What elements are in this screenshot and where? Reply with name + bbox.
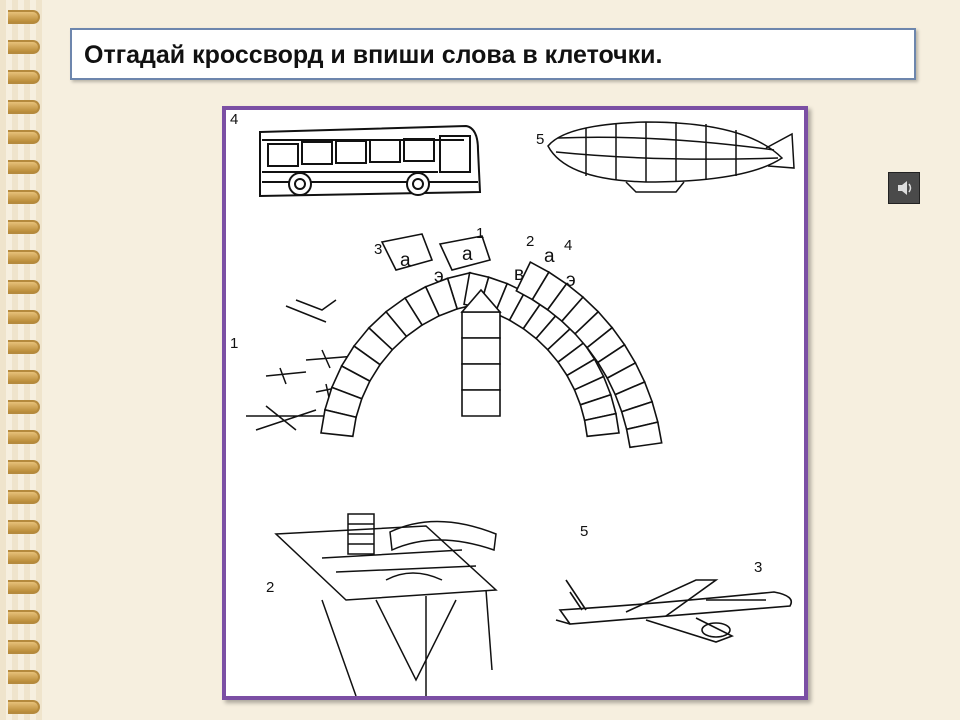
binding-ring [8,40,40,54]
binding-ring [8,460,40,474]
letter-word4-e: э [566,270,576,291]
binding-ring [8,430,40,444]
clue-number-airship: 5 [536,131,544,148]
binding-ring [8,250,40,264]
binding-ring [8,310,40,324]
binding-ring [8,70,40,84]
letter-word1-a: а [462,244,473,265]
crossword-cell-word1[interactable] [438,235,492,271]
binding-ring [8,100,40,114]
binding-ring [8,670,40,684]
speaker-icon [898,181,912,195]
clue-number-terminal: 2 [266,579,274,596]
crossword-cell-word1[interactable] [461,311,501,339]
crossword-panel: 4 5 1 2 [222,106,808,700]
airship-illustration [547,121,795,193]
binding-ring [8,10,40,24]
binding-ring [8,580,40,594]
crossword-cell-word1[interactable] [461,337,501,365]
bus-illustration [259,124,482,198]
binding-ring [8,220,40,234]
word-number-2: 2 [526,233,534,250]
title-box: Отгадай кроссворд и впиши слова в клеточ… [70,28,916,80]
clue-number-plane: 3 [754,559,762,576]
crossword-cell-word2[interactable] [583,412,620,438]
crossword-cell-word1[interactable] [461,389,501,417]
crossword-cell-word1[interactable] [461,363,501,391]
slide-title: Отгадай кроссворд и впиши слова в клеточ… [84,41,663,69]
binding-ring [8,130,40,144]
word-number-1: 1 [476,225,484,242]
crossword-cell-word3[interactable] [320,408,357,438]
clue-number-airport: 1 [230,335,238,352]
crossword-cell-word3[interactable] [380,233,434,271]
crossword-cell-word4[interactable] [625,421,663,449]
letter-word3-e: э [434,266,444,287]
notebook-binding [0,0,42,720]
binding-ring [8,190,40,204]
binding-ring [8,550,40,564]
binding-ring [8,700,40,714]
airliner-illustration [555,579,793,643]
terminal-illustration [274,513,498,696]
letter-word2-v: в [514,264,524,285]
binding-ring [8,280,40,294]
binding-ring [8,340,40,354]
binding-ring [8,400,40,414]
binding-ring [8,640,40,654]
binding-ring [8,160,40,174]
word-number-3: 3 [374,241,382,258]
crossword-cell-word1[interactable] [460,288,502,313]
word-number-4: 4 [564,237,572,254]
letter-word3-a: а [400,250,411,271]
word-number-5: 5 [580,523,588,540]
binding-ring [8,610,40,624]
sound-button[interactable] [888,172,920,204]
crossword-drawing: 4 5 1 2 [230,111,795,696]
crossword-grids [320,233,663,449]
binding-ring [8,370,40,384]
binding-ring [8,490,40,504]
binding-ring [8,520,40,534]
clue-number-bus: 4 [230,111,238,128]
letter-word4-a: а [544,246,555,267]
